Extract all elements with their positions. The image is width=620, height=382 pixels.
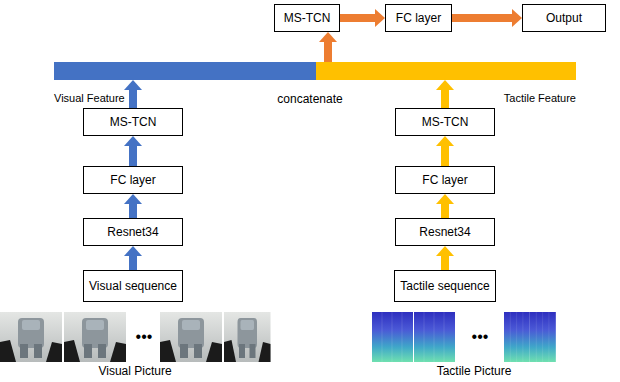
- feature-label: Tactile Feature: [504, 92, 576, 105]
- arrow-connector: [340, 14, 375, 22]
- arrow-connector: [441, 90, 449, 108]
- box-text: Resnet34: [107, 225, 158, 239]
- box-text: FC layer: [422, 173, 467, 187]
- visual-picture: [64, 312, 126, 362]
- input-box: Visual sequence: [83, 270, 183, 302]
- arrow-connector: [452, 14, 512, 22]
- tactile-picture: [504, 312, 530, 362]
- feature-bar: Visual Feature: [54, 62, 316, 80]
- ellipsis-dots: •••: [458, 328, 502, 346]
- process-box: MS-TCN: [83, 108, 183, 136]
- box-text: MS-TCN: [422, 115, 469, 129]
- box-text: Resnet34: [419, 225, 470, 239]
- picture-caption: Tactile Picture: [412, 364, 536, 378]
- picture-caption: Visual Picture: [80, 364, 190, 378]
- arrow-connector: [324, 42, 332, 62]
- arrow-connector: [129, 90, 137, 108]
- input-box: Tactile sequence: [394, 270, 496, 302]
- box-text: FC layer: [396, 11, 441, 25]
- arrow-connector: [441, 146, 449, 166]
- box-text: FC layer: [110, 173, 155, 187]
- process-box: MS-TCN: [395, 108, 495, 136]
- arrow-connector: [129, 146, 137, 166]
- box-text: MS-TCN: [284, 11, 331, 25]
- tactile-picture: [414, 312, 455, 362]
- tactile-picture: [530, 312, 556, 362]
- box-text: Tactile sequence: [400, 279, 489, 293]
- visual-picture: [224, 312, 271, 362]
- visual-picture: [160, 312, 222, 362]
- box-text: MS-TCN: [110, 115, 157, 129]
- ellipsis-dots: •••: [128, 328, 160, 346]
- arrow-connector: [441, 256, 449, 270]
- feature-bar: Tactile Feature: [316, 62, 576, 80]
- process-box: Resnet34: [395, 218, 495, 246]
- process-box: FC layer: [395, 166, 495, 194]
- operation-label: concatenate: [270, 92, 350, 106]
- box-text: Visual sequence: [89, 279, 177, 293]
- arrow-connector: [129, 204, 137, 218]
- process-box: FC layer: [385, 4, 452, 32]
- output-box: Output: [522, 4, 606, 32]
- arrow-connector: [129, 256, 137, 270]
- process-box: FC layer: [83, 166, 183, 194]
- arrow-connector: [441, 204, 449, 218]
- box-text: Output: [546, 11, 582, 25]
- tactile-picture: [372, 312, 413, 362]
- visual-picture: [0, 312, 62, 362]
- process-box: MS-TCN: [274, 4, 340, 32]
- process-box: Resnet34: [83, 218, 183, 246]
- feature-label: Visual Feature: [54, 92, 125, 105]
